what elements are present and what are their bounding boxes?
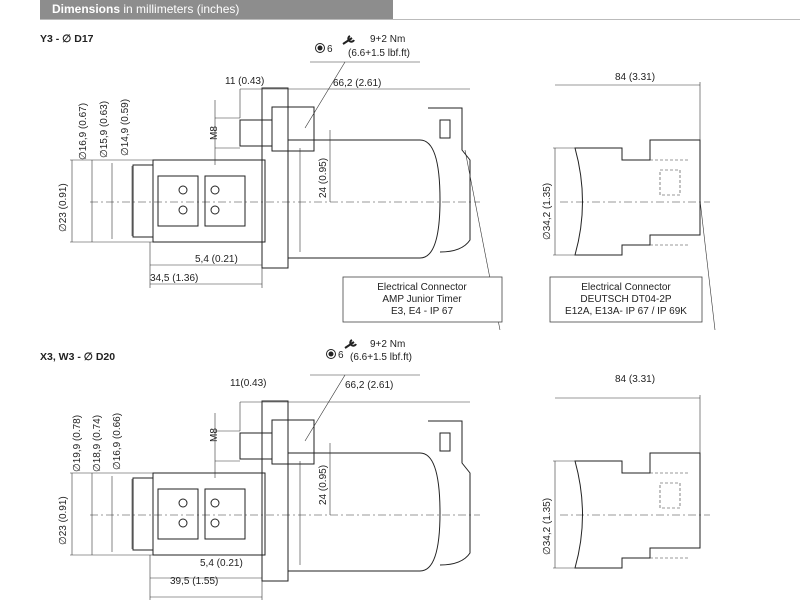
spool-land (204, 175, 246, 227)
cartridge-sleeve (152, 159, 266, 243)
port-hole (210, 498, 220, 508)
mounting-flange (261, 87, 289, 269)
solenoid-drawing (70, 61, 716, 331)
dia-coil: ∅34,2 (1.35) (542, 183, 553, 240)
hidden-lines (650, 472, 690, 559)
dia-3: ∅14,9 (0.59) (120, 99, 131, 156)
thread: M8 (209, 428, 220, 442)
nut (271, 106, 315, 152)
dia-sleeve: ∅23 (0.91) (58, 496, 69, 545)
spool-land (157, 488, 199, 540)
wrench-icon (342, 35, 355, 45)
dia-1: ∅16,9 (0.67) (78, 103, 89, 160)
dia-3: ∅16,9 (0.66) (112, 413, 123, 470)
dim-cartridge: 39,5 (1.55) (170, 576, 218, 587)
leader-torque (304, 61, 346, 129)
dim-stud: 11 (0.43) (225, 76, 264, 87)
coil-body (287, 452, 441, 572)
torque-size-icon (315, 43, 325, 53)
connector-housing (428, 107, 471, 253)
torque-size: 6 (338, 350, 344, 361)
header-rule (40, 19, 800, 20)
port-hole (178, 498, 188, 508)
dim-length: 66,2 (2.61) (345, 380, 393, 391)
torque-value: 9+2 Nm (370, 339, 405, 350)
dia-2: ∅18,9 (0.74) (92, 415, 103, 472)
cartridge-end (132, 477, 154, 551)
note-line: DEUTSCH DT04-2P (580, 294, 671, 305)
view-x3-labels: X3, W3 - ∅ D20 6 9+2 Nm (6.6+1.5 lbf.ft)… (40, 339, 655, 587)
connector-note-amp: Electrical Connector AMP Junior Timer E3… (342, 276, 503, 323)
dim-height: 24 (0.95) (318, 465, 329, 505)
note-line: AMP Junior Timer (382, 294, 462, 305)
port-hole (210, 518, 220, 528)
note-box (549, 276, 703, 323)
dim-width: 84 (3.31) (615, 72, 655, 83)
dim-flange: 5,4 (0.21) (200, 558, 243, 569)
dia-sleeve: ∅23 (0.91) (58, 183, 69, 232)
nut (271, 419, 315, 465)
cartridge-end (132, 164, 154, 238)
dim-length: 66,2 (2.61) (333, 78, 381, 89)
port-hole (178, 205, 188, 215)
coil-body (287, 139, 441, 259)
torque-size: 6 (327, 44, 333, 55)
torque-imperial: (6.6+1.5 lbf.ft) (350, 352, 412, 363)
note-line: Electrical Connector (377, 282, 467, 293)
view-title: X3, W3 - ∅ D20 (40, 351, 115, 363)
leader-torque (304, 374, 346, 442)
dia-2: ∅15,9 (0.63) (99, 101, 110, 158)
torque-size-icon-dot (328, 351, 334, 357)
dim-width: 84 (3.31) (615, 374, 655, 385)
torque-size-icon (326, 349, 336, 359)
solenoid-drawing (70, 374, 710, 600)
connector-housing (428, 420, 471, 566)
connector-pin (439, 119, 451, 139)
end-view-outline (574, 139, 701, 256)
view-title: Y3 - ∅ D17 (40, 33, 94, 45)
connector-note-deutsch: Electrical Connector DEUTSCH DT04-2P E12… (549, 276, 703, 323)
view-y3-labels: Y3 - ∅ D17 6 9+2 Nm (6.6+1.5 lbf.ft) 11 … (40, 33, 655, 284)
leader-connector (699, 199, 716, 331)
port-hole (210, 205, 220, 215)
note-line: Electrical Connector (581, 282, 671, 293)
port-hole (178, 185, 188, 195)
dia-1: ∅19,9 (0.78) (72, 415, 83, 472)
connector-pin (439, 432, 451, 452)
torque-imperial: (6.6+1.5 lbf.ft) (348, 48, 410, 59)
dim-flange: 5,4 (0.21) (195, 254, 238, 265)
torque-value: 9+2 Nm (370, 34, 405, 45)
dia-coil: ∅34,2 (1.35) (542, 498, 553, 555)
wrench-icon (344, 339, 357, 349)
dim-height: 24 (0.95) (318, 158, 329, 198)
end-view-outline (574, 452, 701, 569)
m8-stud (239, 119, 273, 147)
torque-size-icon-dot (317, 45, 323, 51)
header-subtitle: in millimeters (inches) (123, 2, 240, 16)
note-box (342, 276, 503, 323)
port-hole (210, 185, 220, 195)
cartridge-sleeve (152, 472, 266, 556)
port-hole (178, 518, 188, 528)
note-line: E3, E4 - IP 67 (391, 306, 454, 317)
m8-stud (239, 432, 273, 460)
section-header: Dimensions in millimeters (inches) (40, 0, 393, 19)
spool-land (157, 175, 199, 227)
note-line: E12A, E13A- IP 67 / IP 69K (565, 306, 687, 317)
mounting-flange (261, 400, 289, 582)
thread: M8 (209, 126, 220, 140)
hidden-lines (650, 159, 690, 246)
dim-stud: 11(0.43) (230, 378, 267, 389)
spool-land (204, 488, 246, 540)
header-title: Dimensions (52, 2, 121, 16)
dim-cartridge: 34,5 (1.36) (150, 273, 198, 284)
